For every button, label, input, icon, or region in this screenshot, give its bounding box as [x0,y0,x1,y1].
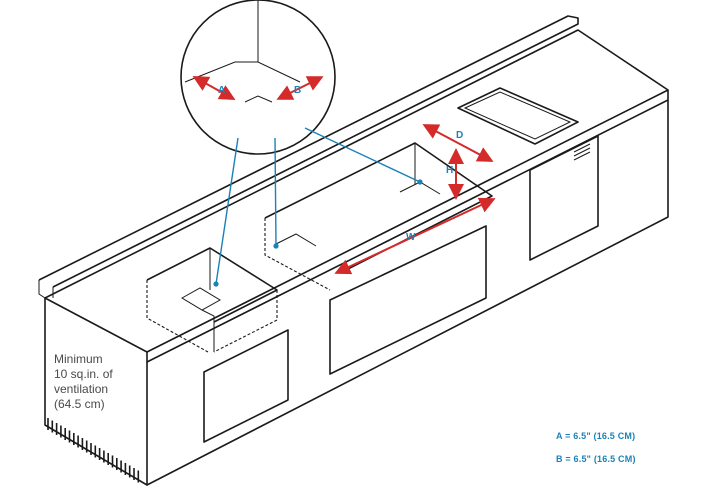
ventilation-grille [47,418,140,483]
dimension-a-value: A = 6.5" (16.5 CM) [556,431,636,441]
ventilation-line-4: (64.5 cm) [54,397,105,411]
ventilation-line-1: Minimum [54,352,103,366]
ventilation-line-2: 10 sq.in. of [54,367,113,381]
label-b: B [294,85,302,96]
detail-magnifier [180,0,336,155]
ventilation-line-3: ventilation [54,382,109,396]
label-w: W [406,232,416,243]
right-cutout [457,87,579,145]
label-h: H [446,165,454,176]
label-d: D [456,130,464,141]
island-body [38,15,669,486]
left-cutout [146,247,278,353]
dimension-arrows [334,124,496,275]
dimension-b-value: B = 6.5" (16.5 CM) [556,454,636,464]
label-a: A [218,85,226,96]
ventilation-note: Minimum 10 sq.in. of ventilation (64.5 c… [54,352,113,412]
callout-lines [213,127,423,287]
